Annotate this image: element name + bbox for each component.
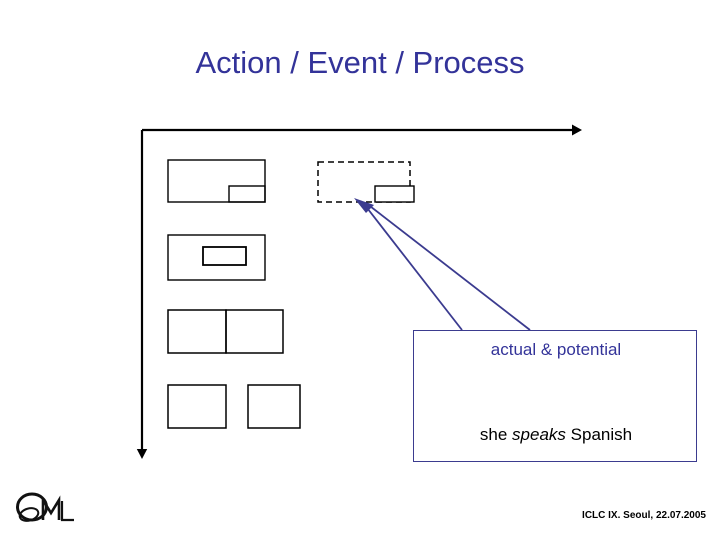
- box-pair-separate-right: [247, 384, 301, 429]
- converging-arrow-icon: [354, 198, 374, 213]
- connector-2: [365, 202, 531, 331]
- callout-heading: actual & potential: [490, 340, 622, 359]
- box-nested-2: [202, 246, 247, 266]
- example-after: Spanish: [565, 425, 633, 444]
- box-overlap-2: [374, 185, 415, 203]
- connector-1: [363, 203, 463, 331]
- example-before: she: [479, 425, 513, 444]
- callout-example: she speaks Spanish: [414, 425, 698, 445]
- callout-box: actual & potential she speaks Spanish: [413, 330, 697, 462]
- down-arrow-icon: [136, 449, 148, 459]
- box-solid-outer-2: [167, 234, 266, 281]
- box-pair-adjacent-left: [167, 309, 227, 354]
- box-pair-adjacent-right: [225, 309, 284, 354]
- box-solid-outer-1: [167, 159, 266, 203]
- box-nested-1: [228, 185, 266, 203]
- right-arrow-icon: [572, 124, 582, 136]
- footer-credit: ICLC IX. Seoul, 22.07.2005: [582, 510, 706, 521]
- example-italic: speaks: [512, 425, 566, 444]
- qml-logo-icon: [16, 492, 74, 522]
- box-dashed-2: [317, 161, 411, 203]
- page-title: Action / Event / Process: [195, 45, 525, 80]
- box-pair-separate-left: [167, 384, 227, 429]
